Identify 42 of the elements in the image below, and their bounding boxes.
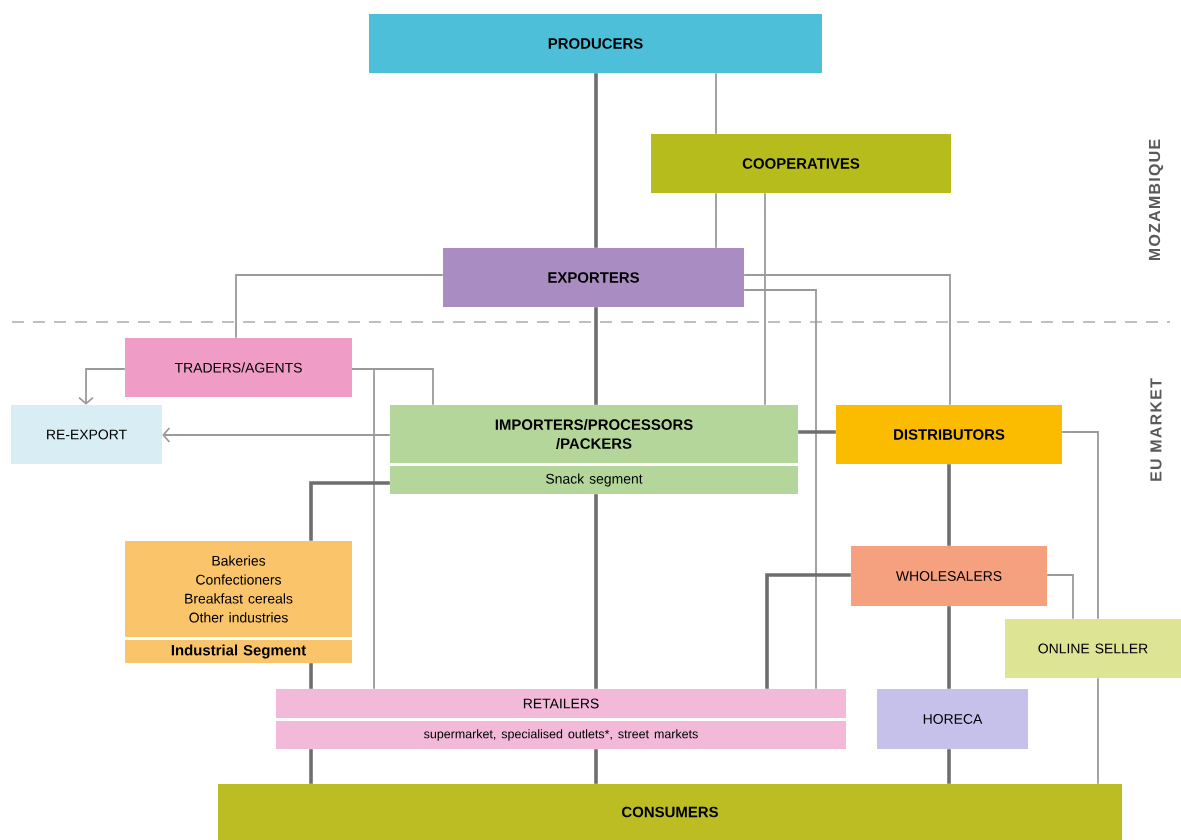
connector [162, 427, 391, 443]
connector [1046, 574, 1074, 620]
connector [309, 481, 390, 541]
connector [594, 307, 598, 405]
connector [351, 368, 375, 690]
node-label: Snack segment [546, 473, 643, 487]
cooperatives-box: COOPERATIVES [651, 134, 951, 193]
region-label: EU MARKET [1150, 378, 1162, 481]
connector [743, 289, 817, 690]
region-label: MOZAMBIQUE [1148, 139, 1164, 260]
consumers-box: CONSUMERS [218, 784, 1122, 840]
connector [947, 606, 951, 689]
connector [594, 749, 598, 784]
producers-box: PRODUCERS [369, 14, 822, 73]
connector [309, 663, 313, 689]
connector [765, 573, 851, 689]
wholesalers-box: WHOLESALERS [851, 546, 1047, 606]
connector [798, 430, 836, 434]
node-label: Industrial Segment [171, 644, 306, 659]
connector [947, 749, 951, 784]
re-export-box: RE-EXPORT [11, 405, 162, 464]
connector [1097, 677, 1099, 785]
connector [78, 368, 126, 405]
exporters-box: EXPORTERS [443, 248, 744, 307]
distributors-box: DISTRIBUTORS [836, 405, 1062, 464]
industry-box: Bakeries Confectioners Breakfast cereals Other industries Industrial Segment [125, 541, 352, 663]
connector [743, 274, 951, 406]
horeca-box: HORECA [877, 689, 1028, 749]
traders-box: TRADERS/AGENTS [125, 338, 352, 397]
connector [594, 73, 598, 248]
connector [764, 192, 766, 406]
node-label: supermarket, specialised outlets*, street markets [424, 729, 698, 741]
connector [947, 464, 951, 546]
connector [1061, 431, 1099, 620]
retailers-box: RETAILERS supermarket, specialised outlets*, street markets [276, 689, 846, 749]
connector [235, 274, 444, 339]
connector [594, 494, 598, 689]
importers-box: IMPORTERS/PROCESSORS /PACKERS Snack segment [390, 405, 798, 494]
connector [309, 749, 313, 784]
connector [715, 72, 717, 135]
connector [715, 192, 717, 249]
online-seller-box: ONLINE SELLER [1005, 619, 1181, 678]
